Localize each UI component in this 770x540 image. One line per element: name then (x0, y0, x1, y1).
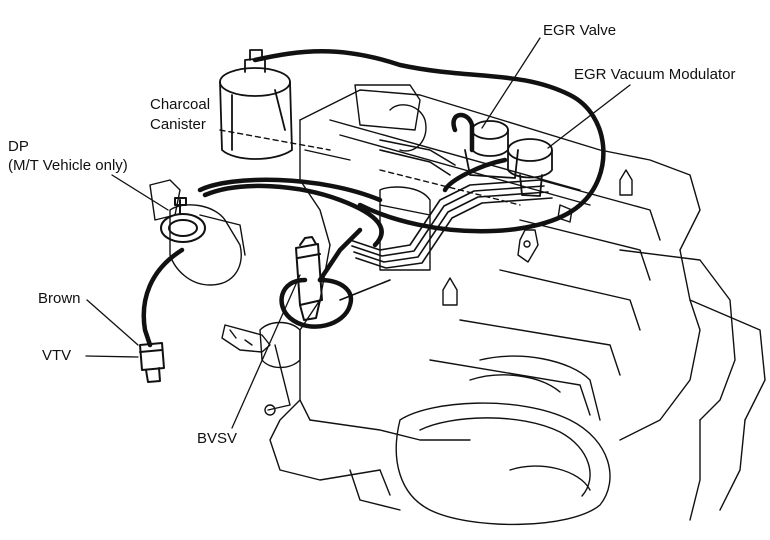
vtv-label: VTV (42, 347, 72, 364)
leader-lines (85, 37, 631, 429)
leader-egr-vacuum-modulator (547, 84, 631, 149)
dp-label-line2: (M/T Vehicle only) (8, 157, 128, 174)
leader-egr-valve (481, 37, 541, 129)
engine-block (149, 84, 766, 526)
brown-label: Brown (38, 290, 81, 307)
charcoal-canister (219, 49, 293, 160)
vacuum-tube-bundle (339, 139, 553, 301)
leader-dp (111, 174, 169, 211)
egr-valve-label: EGR Valve (543, 22, 617, 39)
leader-bvsv (231, 274, 301, 429)
charcoal-canister-label-line2: Canister (150, 116, 206, 133)
egr-vacuum-modulator-label: EGR Vacuum Modulator (574, 66, 736, 83)
dp-diaphragm (160, 197, 206, 243)
bvsv-label: BVSV (197, 430, 238, 447)
leader-vtv (85, 355, 139, 358)
vtv-valve (139, 342, 165, 383)
vacuum-hoses (141, 49, 606, 348)
leader-brown (86, 299, 139, 346)
charcoal-canister-label-line1: Charcoal (150, 96, 211, 113)
dp-label-line1: DP (8, 138, 29, 155)
bvsv-valve (295, 236, 323, 321)
